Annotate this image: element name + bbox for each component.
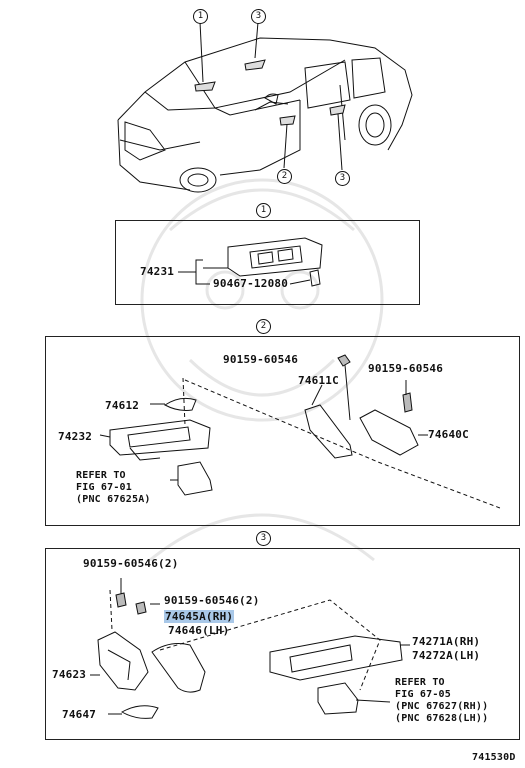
car-callout-3-roof: 3 <box>251 9 266 24</box>
part-74272a-lh[interactable]: 74272A(LH) <box>412 649 481 662</box>
refer-fig-67-05-line1: REFER TO <box>395 677 445 688</box>
section2-marker: 2 <box>256 319 271 334</box>
diagram-id: 741530D <box>472 752 516 763</box>
car-callout-2: 2 <box>277 169 292 184</box>
part-74271a-rh[interactable]: 74271A(RH) <box>412 635 481 648</box>
refer-fig-67-01-line1: REFER TO <box>76 470 126 481</box>
section3-marker: 3 <box>256 531 271 546</box>
part-90159-60546-2-b[interactable]: 90159-60546(2) <box>164 594 260 607</box>
refer-fig-67-05-line2[interactable]: FIG 67-05 <box>395 689 451 700</box>
refer-fig-67-01-line3: (PNC 67625A) <box>76 494 151 505</box>
car-callout-3-door: 3 <box>335 171 350 186</box>
section2-box <box>45 336 520 526</box>
part-74232[interactable]: 74232 <box>58 430 93 443</box>
section1-box <box>115 220 420 305</box>
refer-fig-67-01-line2[interactable]: FIG 67-01 <box>76 482 132 493</box>
part-74645a-rh-highlighted[interactable]: 74645A(RH) <box>164 610 235 623</box>
part-90159-60546-2-a[interactable]: 90159-60546(2) <box>83 557 179 570</box>
section3-drawing <box>90 578 410 719</box>
section1-drawing <box>178 237 323 287</box>
part-74612[interactable]: 74612 <box>105 399 140 412</box>
car-callout-1: 1 <box>193 9 208 24</box>
refer-fig-67-05-line4: (PNC 67628(LH)) <box>395 713 489 724</box>
part-90159-60546-right[interactable]: 90159-60546 <box>368 362 444 375</box>
section3-box <box>45 548 520 740</box>
refer-fig-67-05-line3: (PNC 67627(RH)) <box>395 701 489 712</box>
section2-drawing <box>99 354 501 509</box>
car-illustration <box>117 21 413 193</box>
part-74647[interactable]: 74647 <box>62 708 97 721</box>
part-74646-lh[interactable]: 74646(LH) <box>168 624 230 637</box>
part-74623[interactable]: 74623 <box>52 668 87 681</box>
watermark-emblem <box>140 178 384 562</box>
part-74231[interactable]: 74231 <box>140 265 175 278</box>
part-74640c[interactable]: 74640C <box>428 428 469 441</box>
section1-marker: 1 <box>256 203 271 218</box>
part-90159-60546-top[interactable]: 90159-60546 <box>223 353 299 366</box>
part-90467-12080[interactable]: 90467-12080 <box>213 277 289 290</box>
part-74611c[interactable]: 74611C <box>298 374 339 387</box>
